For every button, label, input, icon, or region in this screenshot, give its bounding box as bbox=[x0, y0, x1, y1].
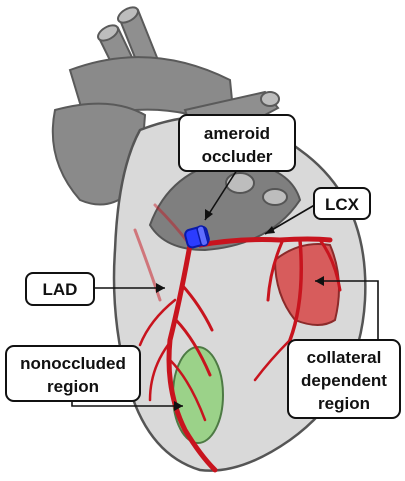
ameroid-label-line1: ameroid bbox=[204, 124, 270, 143]
label-nonoccluded-region: nonoccluded region bbox=[5, 345, 141, 402]
atrial-opening-1 bbox=[225, 172, 255, 194]
label-lad: LAD bbox=[25, 272, 95, 306]
lcx-label: LCX bbox=[325, 195, 360, 214]
lad-label: LAD bbox=[43, 280, 78, 299]
lcx-branch-3 bbox=[318, 238, 342, 292]
ameroid-leader bbox=[204, 169, 238, 221]
label-lcx: LCX bbox=[313, 187, 371, 220]
nonoccluded-label-line1: nonoccluded bbox=[20, 354, 126, 373]
nonoccluded-label-line2: region bbox=[47, 377, 99, 396]
nonoccluded-arrowhead bbox=[174, 401, 183, 411]
lad-branch-4 bbox=[138, 298, 177, 347]
nonoccluded-region bbox=[172, 346, 224, 444]
collateral-label-box bbox=[287, 339, 401, 419]
collateral-label-line1: collateral bbox=[307, 348, 382, 367]
diagonal-faint bbox=[133, 228, 162, 302]
lcx-artery bbox=[197, 236, 333, 248]
lad-branch-2 bbox=[174, 318, 212, 377]
pulmonary-opening bbox=[260, 91, 280, 107]
lad-branch-5 bbox=[148, 343, 170, 402]
ameroid-occluder bbox=[184, 225, 210, 249]
lcx-arrowhead bbox=[265, 226, 275, 234]
ameroid-label-box bbox=[178, 114, 296, 172]
ameroid-label-line2: occluder bbox=[202, 147, 273, 166]
lcx-branch-1 bbox=[266, 240, 284, 302]
collateral-label-line2: dependent bbox=[301, 371, 387, 390]
lcx-label-box bbox=[313, 187, 371, 220]
coronary-arteries bbox=[133, 203, 342, 473]
lcx-leader bbox=[264, 202, 319, 235]
collateral-arrowhead bbox=[315, 276, 324, 286]
aortic-branch-2-opening bbox=[117, 6, 139, 24]
aortic-branch-1-opening bbox=[97, 24, 119, 42]
collateral-leader bbox=[315, 280, 379, 340]
collateral-region bbox=[273, 243, 340, 326]
ameroid-arrowhead bbox=[205, 209, 213, 220]
lad-branch-3 bbox=[168, 358, 207, 422]
lad-label-box bbox=[25, 272, 95, 306]
atrial-opening-2 bbox=[262, 188, 288, 206]
lcx-branch-2 bbox=[288, 238, 303, 342]
occluder-ring bbox=[196, 225, 209, 247]
label-collateral-dependent-region: collateral dependent region bbox=[287, 339, 401, 419]
lad-branch-1 bbox=[180, 283, 214, 332]
nonoccluded-label-box bbox=[5, 345, 141, 402]
lcx-branch-4 bbox=[253, 338, 292, 382]
lad-artery bbox=[166, 242, 218, 473]
label-ameroid-occluder: ameroid occluder bbox=[178, 114, 296, 172]
leader-arrowheads bbox=[156, 209, 324, 411]
lad-arrowhead bbox=[156, 283, 165, 293]
collateral-label-line3: region bbox=[318, 394, 370, 413]
